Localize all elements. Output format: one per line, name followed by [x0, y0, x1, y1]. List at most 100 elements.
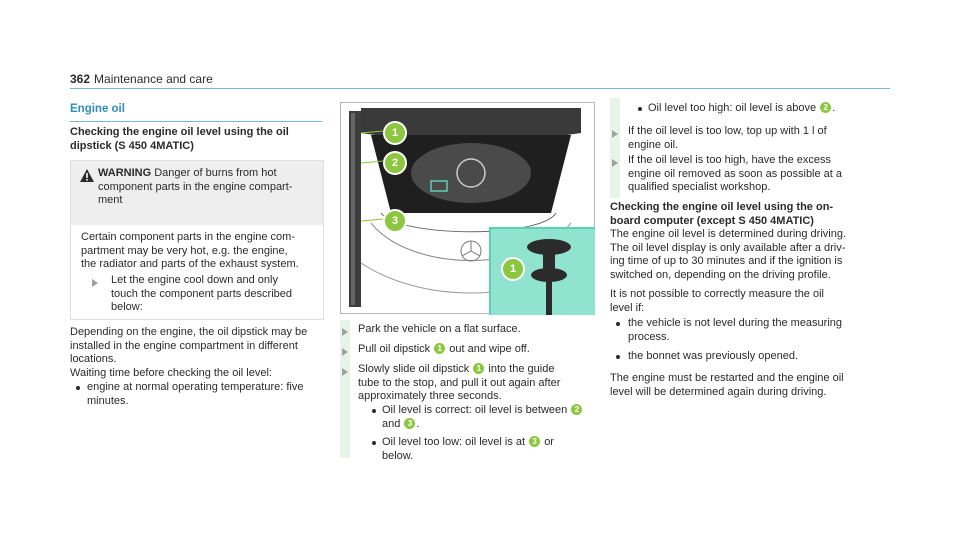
text-line: board computer (except S 450 4MATIC) — [610, 214, 814, 227]
text-line: approximately three seconds. — [358, 390, 502, 402]
bullet-icon — [372, 441, 376, 445]
text-part: out and wipe off. — [449, 343, 530, 355]
bullet-icon — [76, 386, 80, 390]
step-arrow-icon — [612, 159, 618, 167]
step-arrow-icon — [342, 328, 348, 336]
warning-step-line: Let the engine cool down and only — [111, 274, 278, 286]
dipstick-inset: 1 — [489, 227, 595, 315]
text-line: engine oil. — [628, 138, 679, 151]
warning-label: WARNING — [98, 167, 152, 179]
paragraph: Waiting time before checking the oil lev… — [70, 367, 272, 379]
warning-icon — [80, 169, 94, 182]
subheading: Checking the engine oil level using the … — [70, 126, 289, 152]
warning-line: ment — [98, 194, 123, 206]
text-line: ing time of up to 30 minutes and if the … — [610, 255, 843, 267]
step-arrow-icon — [612, 130, 618, 138]
engine-drawing — [349, 108, 582, 307]
bullet-item: the bonnet was previously opened. — [628, 350, 799, 362]
paragraph: The engine must be restarted and the eng… — [610, 372, 895, 399]
bullet-item: the vehicle is not level during the meas… — [628, 317, 890, 344]
text-line: Checking the engine oil level using the … — [610, 201, 834, 213]
step-item: If the oil level is too low, top up with… — [628, 125, 890, 152]
text-line: The engine oil level is determined durin… — [610, 228, 847, 240]
text-line: level will be determined again during dr… — [610, 385, 827, 398]
step-item: Park the vehicle on a flat surface. — [358, 323, 521, 335]
warning-body-line: the radiator and parts of the exhaust sy… — [81, 258, 299, 270]
text-line: The oil level display is only available … — [610, 241, 846, 254]
bullet-icon — [616, 322, 620, 326]
text-part: and — [382, 417, 401, 430]
text-line: It is not possible to correctly measure … — [610, 288, 824, 300]
subheading: Checking the engine oil level using the … — [610, 201, 890, 228]
header-divider — [70, 88, 890, 89]
text-line: If the oil level is too low, top up with… — [628, 125, 827, 137]
badge-1: 1 — [473, 363, 485, 374]
text-line: minutes. — [87, 394, 129, 407]
text-line: installed in the engine compartment in d… — [70, 339, 298, 352]
warning-body-line: Certain component parts in the engine co… — [81, 231, 296, 243]
text-part: Pull oil dipstick — [358, 343, 431, 355]
step-arrow-icon — [342, 368, 348, 376]
text-line: Depending on the engine, the oil dipstic… — [70, 326, 308, 338]
text-part: Oil level is correct: oil level is betwe… — [382, 404, 568, 416]
step-bar — [610, 98, 620, 198]
callout-2: 2 — [383, 151, 407, 175]
text-line: locations. — [70, 353, 117, 365]
warning-step-line: below: — [111, 301, 143, 313]
warning-line: component parts in the engine compart- — [98, 180, 293, 193]
warning-line: Danger of burns from hot — [154, 167, 277, 179]
text-part: Oil level too low: oil level is at — [382, 436, 526, 448]
dipstick-handle-drawing — [527, 239, 571, 315]
badge-1: 1 — [434, 343, 446, 354]
warning-body-line: partment may be very hot, e.g. the engin… — [81, 244, 288, 257]
step-item: Pull oil dipstick 1 out and wipe off. — [358, 343, 593, 357]
text-line: engine at normal operating temperature: … — [87, 381, 304, 393]
text-line: process. — [628, 330, 670, 343]
text-line: the vehicle is not level during the meas… — [628, 317, 843, 329]
step-bar — [340, 320, 350, 458]
text-part: Oil level too high: oil level is above — [648, 102, 817, 114]
section-divider — [70, 121, 322, 122]
text-line: level if: — [610, 301, 645, 314]
text-line: below. — [382, 449, 414, 462]
badge-3: 3 — [404, 417, 416, 429]
warning-body: Certain component parts in the engine co… — [81, 231, 316, 272]
inset-callout-1: 1 — [501, 257, 525, 281]
text-part: Slowly slide oil dipstick — [358, 363, 470, 375]
step-item: Slowly slide oil dipstick 1 into the gui… — [358, 363, 593, 404]
text-part: into the guide — [488, 363, 555, 375]
step-item: If the oil level is too high, have the e… — [628, 154, 890, 195]
bullet-icon — [638, 107, 642, 111]
text-line: qualified specialist workshop. — [628, 181, 771, 193]
badge-2: 2 — [820, 102, 832, 113]
warning-step-line: touch the component parts described — [111, 287, 293, 300]
bullet-icon — [372, 409, 376, 413]
text-line: tube to the stop, and pull it out again … — [358, 376, 561, 389]
paragraph: It is not possible to correctly measure … — [610, 288, 895, 315]
section-title: Engine oil — [70, 103, 125, 115]
page-number: 362 — [70, 72, 91, 86]
bullet-item: Oil level too low: oil level is at 3 or b… — [382, 436, 594, 463]
text-line: switched on, depending on the driving pr… — [610, 268, 831, 281]
paragraph: Depending on the engine, the oil dipstic… — [70, 326, 325, 367]
callout-3: 3 — [383, 209, 407, 233]
badge-3: 3 — [529, 436, 541, 447]
step-arrow-icon — [342, 348, 348, 356]
bullet-icon — [616, 355, 620, 359]
paragraph: The engine oil level is determined durin… — [610, 228, 895, 282]
text-line: If the oil level is too high, have the e… — [628, 154, 832, 166]
bullet-item: engine at normal operating temperature: … — [87, 381, 327, 408]
bullet-item: Oil level is correct: oil level is betwe… — [382, 404, 594, 431]
section-name: Maintenance and care — [94, 72, 213, 86]
bullet-item: Oil level too high: oil level is above 2… — [648, 102, 836, 114]
text-line: The engine must be restarted and the eng… — [610, 372, 844, 384]
badge-2: 2 — [571, 404, 583, 415]
callout-1: 1 — [383, 121, 407, 145]
text-part: or — [544, 436, 554, 448]
engine-compartment-illustration: 1 2 3 1 — [340, 102, 595, 315]
